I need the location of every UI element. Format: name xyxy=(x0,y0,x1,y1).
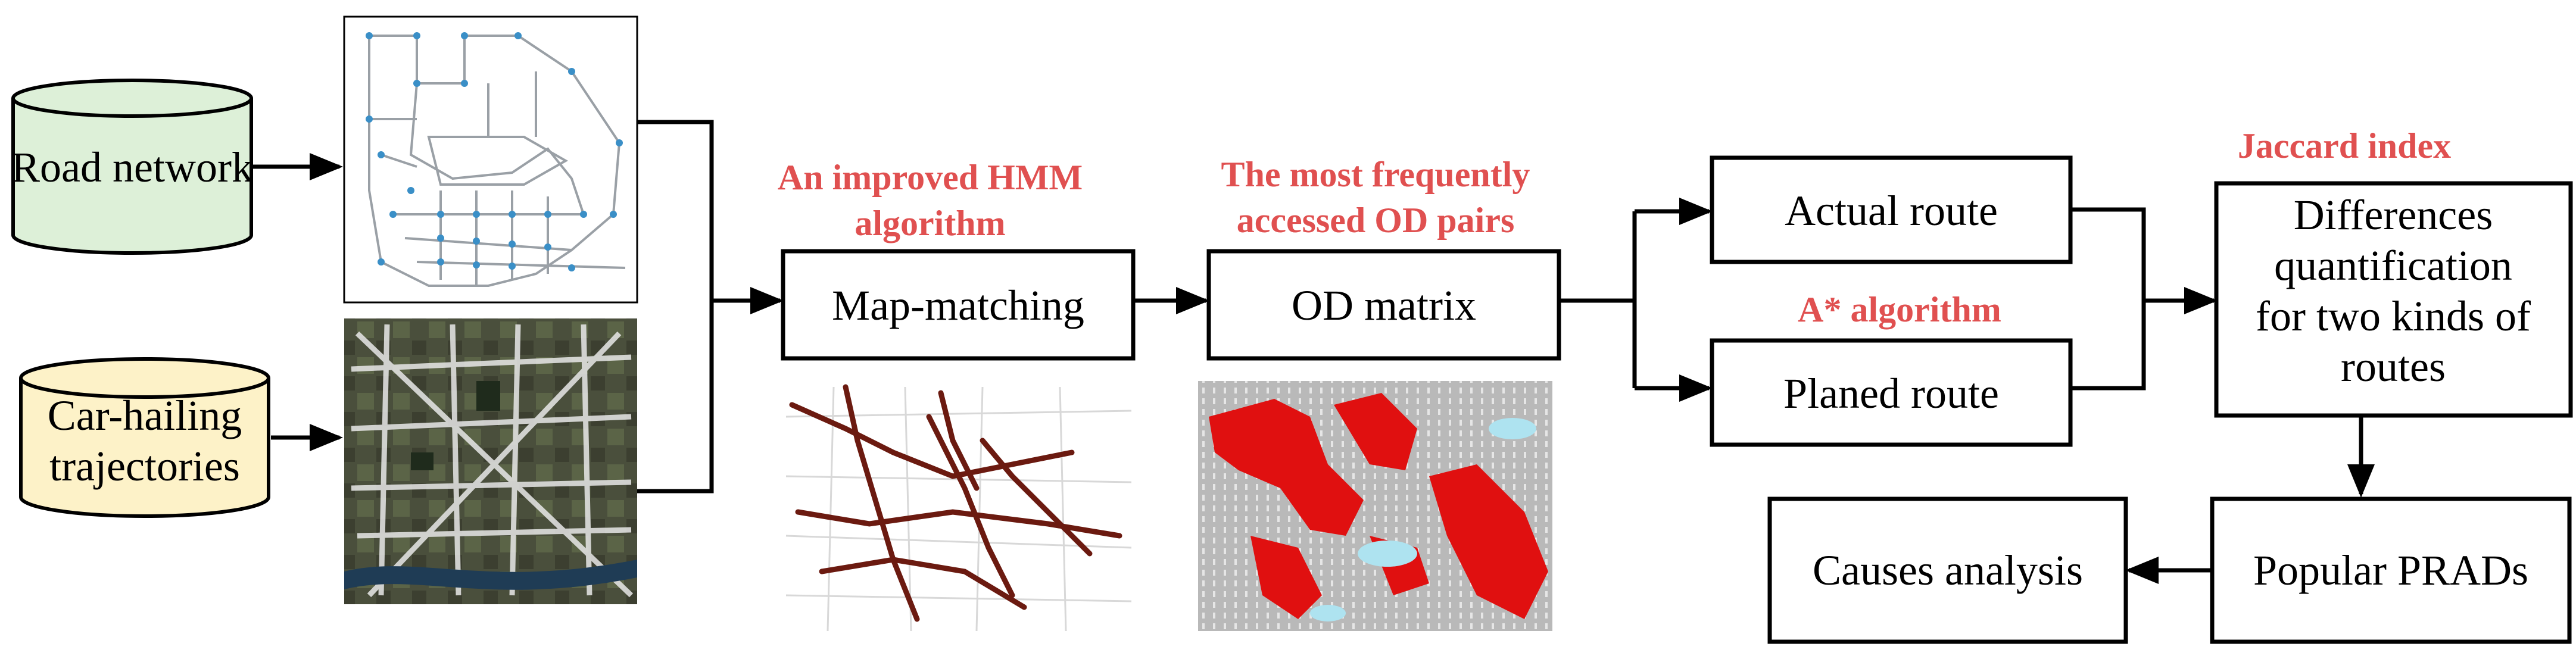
actual-route-box xyxy=(1710,155,2073,264)
map-matching-box xyxy=(781,249,1136,361)
planed-route-box xyxy=(1710,338,2073,447)
od-label-line2: accessed OD pairs xyxy=(1237,201,1515,240)
od-matrix-label: OD matrix xyxy=(1292,282,1476,329)
car-hailing-label-line1: Car-hailing xyxy=(48,392,242,439)
astar-label: A* algorithm xyxy=(1798,290,2001,329)
differences-label-line3: for two kinds of xyxy=(2256,292,2531,340)
hmm-label-line1: An improved HMM xyxy=(778,158,1083,197)
hmm-label-line2: algorithm xyxy=(854,204,1005,243)
jaccard-label: Jaccard index xyxy=(2238,126,2451,165)
od-matrix-box xyxy=(1206,249,1561,361)
actual-route-label: Actual route xyxy=(1785,187,1998,235)
road-network-cylinder: Road network xyxy=(11,79,253,255)
road-network-map-image xyxy=(343,15,638,304)
road-network-label: Road network xyxy=(11,143,253,191)
car-hailing-label-line2: trajectories xyxy=(49,442,240,490)
causes-analysis-box xyxy=(1767,496,2128,644)
trajectories-satellite-image xyxy=(344,318,637,604)
map-matching-label: Map-matching xyxy=(832,282,1084,329)
differences-label-line1: Differences xyxy=(2294,191,2493,239)
popular-prads-box xyxy=(2210,496,2572,644)
causes-analysis-label: Causes analysis xyxy=(1813,546,2083,594)
map-matching-result-image xyxy=(781,382,1134,632)
od-heatmap-image xyxy=(1198,381,1552,631)
differences-label-line4: routes xyxy=(2341,343,2446,391)
planed-route-label: Planed route xyxy=(1783,370,1999,417)
connector-bracket-images xyxy=(637,120,714,494)
merge-bracket xyxy=(2070,207,2146,391)
differences-box xyxy=(2214,181,2573,418)
popular-prads-label: Popular PRADs xyxy=(2253,546,2528,594)
od-label-line1: The most frequently xyxy=(1221,155,1530,194)
car-hailing-cylinder: Car-hailing trajectories xyxy=(19,357,270,518)
differences-label-line2: quantification xyxy=(2274,242,2512,289)
